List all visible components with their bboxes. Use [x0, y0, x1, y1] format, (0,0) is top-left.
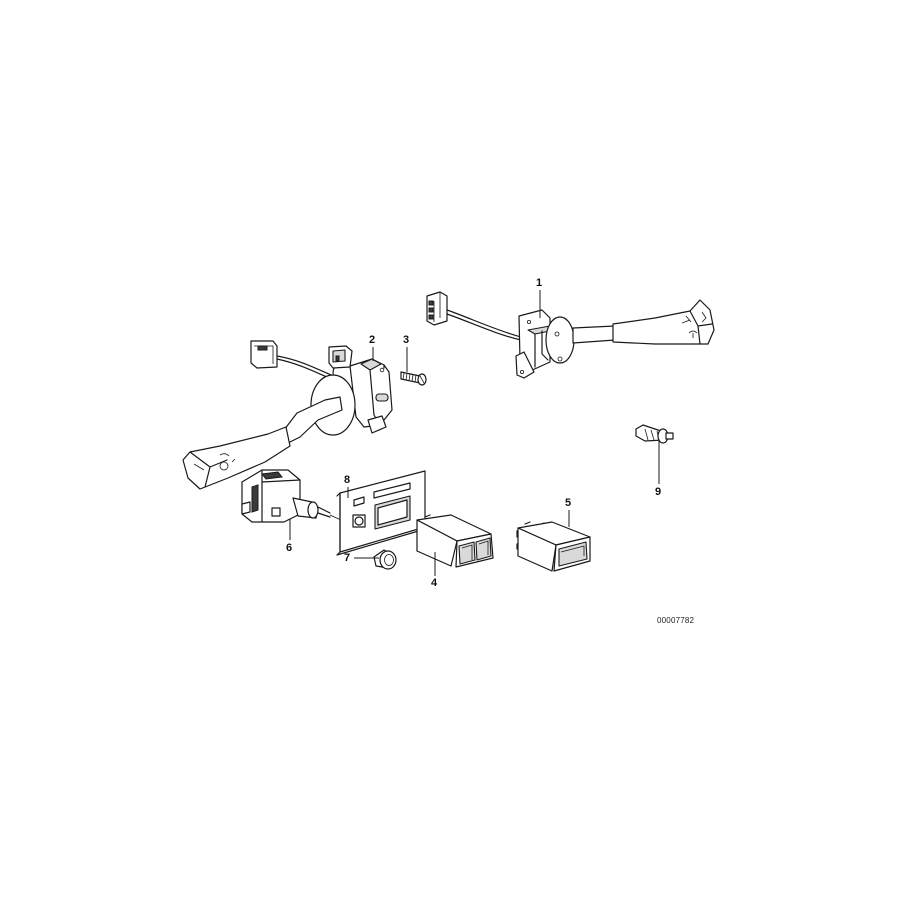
part-9-bulb-socket	[635, 424, 674, 444]
part-3-screw	[400, 371, 427, 386]
callout-1: 1	[536, 277, 543, 289]
callout-4: 4	[431, 577, 438, 589]
part-1-connector	[426, 291, 448, 326]
part-4-double-switch	[416, 514, 494, 568]
part-7-knob	[373, 549, 397, 570]
part-5-single-switch	[516, 521, 591, 572]
leader-lines	[289, 290, 660, 576]
callout-6: 6	[286, 542, 293, 554]
diagram-reference-number: 00007782	[657, 616, 695, 625]
part-8-panel-cover	[336, 470, 426, 556]
callout-3: 3	[403, 334, 410, 346]
callout-9: 9	[655, 486, 662, 498]
part-1-wiper-switch	[426, 291, 715, 379]
callout-5: 5	[565, 497, 572, 509]
callout-7: 7	[344, 552, 351, 564]
part-2-turn-signal-switch	[182, 340, 393, 490]
callout-2: 2	[369, 334, 376, 346]
callout-8: 8	[344, 474, 351, 486]
part-2-connector-b	[328, 345, 353, 369]
part-6-light-switch	[241, 469, 342, 523]
part-2-connector-a	[250, 340, 278, 369]
